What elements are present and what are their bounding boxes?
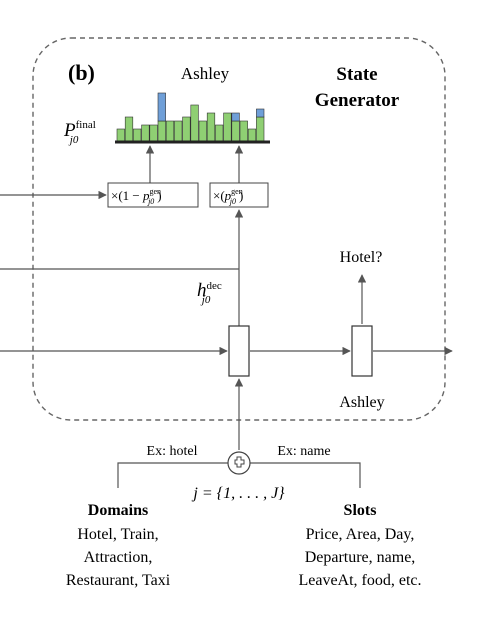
histogram-bar-green xyxy=(223,112,232,142)
histogram-bar-green xyxy=(133,128,142,142)
bracket-right xyxy=(250,462,361,488)
histogram-bar-green xyxy=(157,120,166,142)
histogram-bar-blue xyxy=(157,92,166,122)
histogram-bar-green xyxy=(206,112,216,142)
panel-title-line1: State xyxy=(336,64,377,85)
histogram-bar-green xyxy=(116,128,125,142)
histogram-bar-green xyxy=(215,124,224,142)
bracket-left xyxy=(117,462,229,488)
panel-title-line2: Generator xyxy=(315,90,400,111)
plus-icon xyxy=(234,456,245,468)
panel-label: (b) xyxy=(68,60,95,85)
histogram-bar-green xyxy=(182,116,191,142)
histogram-bar-green xyxy=(174,120,183,142)
decoder-cell-1 xyxy=(228,325,250,377)
left-example-label: Ex: hotel xyxy=(147,444,198,459)
domains-line-1: Hotel, Train, xyxy=(77,526,158,543)
histogram-bar-green xyxy=(239,120,248,142)
histogram-bar-green xyxy=(165,120,175,142)
gate-pgen xyxy=(209,182,269,208)
histogram-bar-green xyxy=(256,116,265,142)
histogram-bar-green xyxy=(141,124,150,142)
histogram-bar-blue xyxy=(231,112,240,122)
decoder-cell-2 xyxy=(351,325,373,377)
histogram-bar-green xyxy=(149,124,158,142)
output-question: Hotel? xyxy=(340,249,383,266)
histogram-bar-green xyxy=(198,120,207,142)
distribution-histogram xyxy=(116,92,265,142)
domains-heading: Domains xyxy=(88,502,148,519)
gate-one-minus-pgen xyxy=(107,182,199,208)
domains-line-2: Attraction, xyxy=(84,549,153,566)
histogram-bar-green xyxy=(231,120,240,142)
index-range: j = {1, . . . , J} xyxy=(191,485,285,502)
slots-line-3: LeaveAt, food, etc. xyxy=(298,572,421,589)
histogram-top-word: Ashley xyxy=(181,64,230,83)
slots-line-1: Price, Area, Day, xyxy=(306,526,415,543)
histogram-bar-green xyxy=(124,116,134,142)
slots-heading: Slots xyxy=(344,502,377,519)
domains-line-3: Restaurant, Taxi xyxy=(66,572,171,589)
output-slot-value: Ashley xyxy=(339,394,384,411)
slots-line-2: Departure, name, xyxy=(305,549,416,566)
histogram-bar-blue xyxy=(256,108,265,118)
histogram-bar-green xyxy=(247,128,257,142)
right-example-label: Ex: name xyxy=(277,444,330,459)
histogram-bar-green xyxy=(190,104,199,142)
